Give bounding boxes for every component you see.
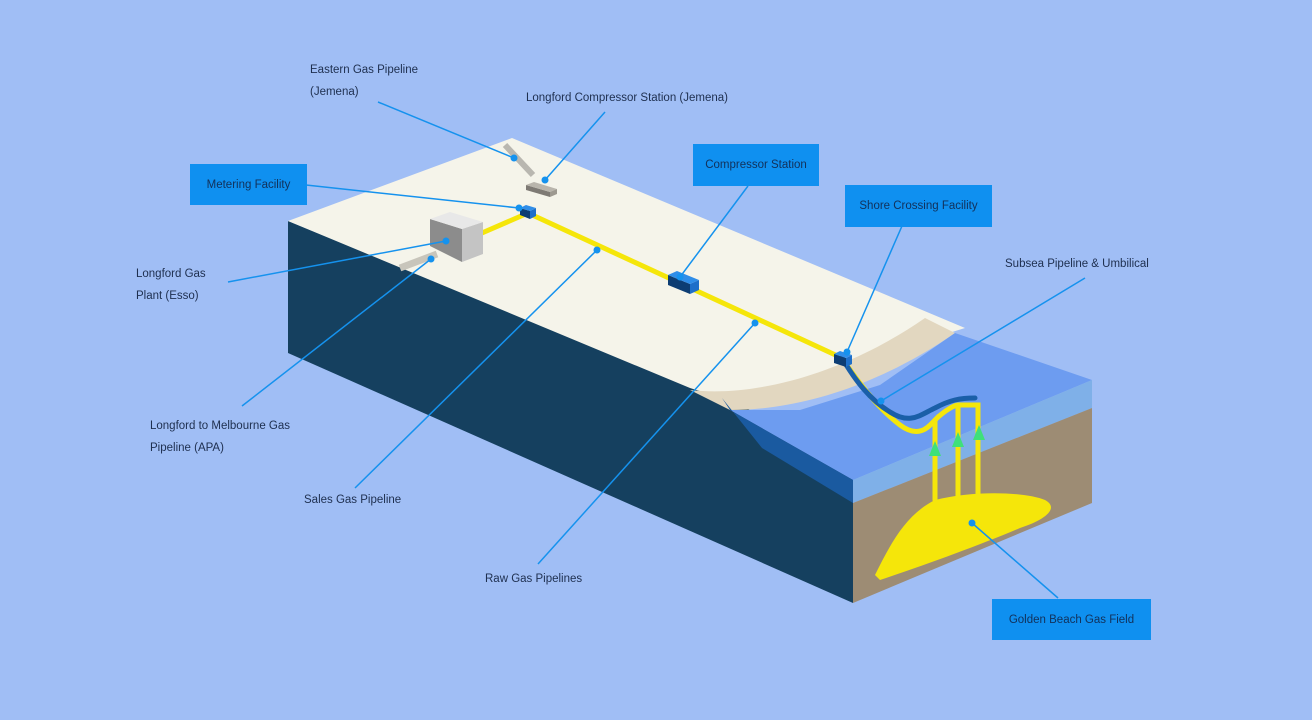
callout-compressor-station: Compressor Station — [693, 144, 819, 186]
sales-gas-pipeline-path — [472, 210, 531, 239]
sand-beach — [690, 318, 955, 410]
compressor-station-block — [668, 271, 699, 294]
label-eastern-gas-pipeline-line1: Eastern Gas Pipeline — [310, 64, 419, 76]
leader-subsea — [880, 277, 1086, 402]
leader-eastern-gas — [377, 101, 515, 159]
compressor-station-top — [668, 271, 699, 284]
dot-eastern-gas — [510, 154, 518, 162]
label-longford-melbourne-pipeline-line1: Longford to Melbourne Gas — [150, 420, 291, 432]
compressor-station-front — [668, 275, 690, 294]
longford-compressor-block — [526, 182, 557, 197]
leader-raw-gas — [537, 322, 756, 565]
label-longford-melbourne-pipeline-line2: Pipeline (APA) — [150, 442, 224, 454]
label-longford-gas-plant: Longford Gas Plant (Esso) — [136, 263, 206, 307]
label-raw-gas-pipelines: Raw Gas Pipelines — [485, 573, 583, 585]
gas-field-reservoir — [875, 493, 1051, 580]
leader-compressor-station — [679, 185, 749, 278]
shore-crossing-front — [834, 354, 846, 367]
sea-surface — [730, 333, 1092, 480]
label-sales-gas-pipeline: Sales Gas Pipeline — [304, 494, 402, 506]
dot-raw-gas — [751, 319, 759, 327]
dot-metering — [515, 204, 523, 212]
dot-compressor-station — [676, 273, 684, 281]
metering-side — [530, 208, 536, 219]
grey-pipeline-track-north — [502, 142, 536, 178]
dot-longford-compressor — [541, 176, 549, 184]
dot-gas-field — [968, 519, 976, 527]
leader-shore-crossing — [846, 225, 903, 353]
dot-subsea — [877, 397, 885, 405]
leader-metering — [305, 184, 520, 209]
land-front-face — [288, 221, 853, 603]
compressor-jemena-side — [550, 189, 557, 197]
plant-side-face — [462, 222, 483, 262]
callout-golden-beach-gas-field: Golden Beach Gas Field — [992, 599, 1151, 640]
shore-crossing-block — [834, 351, 852, 367]
label-eastern-gas-pipeline-line2: (Jemena) — [310, 86, 359, 98]
leader-longford-compressor — [544, 111, 606, 181]
flow-arrow-2 — [952, 432, 964, 447]
metering-facility-block — [520, 205, 536, 219]
label-eastern-gas-pipeline: Eastern Gas Pipeline (Jemena) — [310, 59, 418, 103]
subsea-umbilical-path — [839, 355, 978, 421]
land-top-surface — [288, 138, 965, 408]
dot-gas-plant — [442, 237, 450, 245]
land-block — [288, 138, 965, 603]
dot-shore-crossing — [843, 348, 851, 356]
metering-front — [520, 208, 530, 219]
metering-top — [520, 205, 536, 211]
leader-gas-plant — [227, 240, 447, 283]
callout-dots — [427, 154, 976, 527]
callout-shore-crossing-facility: Shore Crossing Facility — [845, 185, 992, 227]
compressor-jemena-top — [526, 182, 557, 192]
shore-crossing-side — [846, 355, 852, 367]
label-longford-gas-plant-line1: Longford Gas — [136, 268, 206, 280]
label-longford-compressor-station: Longford Compressor Station (Jemena) — [526, 92, 728, 104]
label-longford-melbourne-pipeline: Longford to Melbourne Gas Pipeline (APA) — [150, 415, 290, 459]
label-longford-gas-plant-line2: Plant (Esso) — [136, 290, 199, 302]
dot-melbourne-pipeline — [427, 255, 435, 263]
leader-melbourne-pipeline — [241, 258, 432, 407]
shore-crossing-top — [834, 351, 852, 358]
flow-arrow-3 — [973, 425, 985, 440]
dot-sales-gas — [593, 246, 601, 254]
callout-lines — [227, 101, 1086, 599]
callout-metering-facility: Metering Facility — [190, 164, 307, 205]
sea-water-front — [853, 380, 1092, 503]
flow-arrow-1 — [929, 441, 941, 456]
leader-gas-field — [971, 522, 1059, 599]
label-subsea-pipeline: Subsea Pipeline & Umbilical — [1005, 258, 1149, 270]
gas-flow-arrows — [929, 425, 985, 456]
compressor-station-side — [690, 280, 699, 294]
sea-side-face — [722, 398, 853, 503]
plant-top-face — [430, 212, 483, 229]
leader-sales-gas — [354, 249, 598, 489]
compressor-jemena-front — [526, 185, 550, 197]
